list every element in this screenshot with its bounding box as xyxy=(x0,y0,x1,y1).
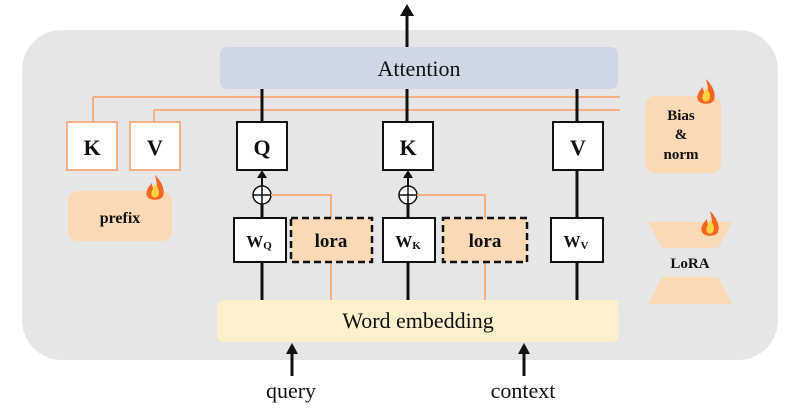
bias-norm-block xyxy=(645,96,721,173)
wv-box xyxy=(550,217,604,263)
k-label: K xyxy=(399,135,416,160)
k-box xyxy=(382,121,434,171)
context-label: context xyxy=(491,378,556,403)
lora-legend-label: LoRA xyxy=(670,256,709,272)
prefix-label: prefix xyxy=(100,210,141,227)
prefix-block xyxy=(68,191,172,241)
prefix-k-label: K xyxy=(83,135,100,160)
norm-label: norm xyxy=(664,147,700,163)
context-arrow xyxy=(518,343,530,376)
query-label: query xyxy=(266,378,316,403)
query-arrow xyxy=(286,343,298,376)
attention-block xyxy=(220,47,618,89)
wq-label: WQ xyxy=(246,232,272,252)
k-up-arrow xyxy=(403,170,413,186)
prefix-v-box xyxy=(129,121,181,171)
lora-q-box xyxy=(289,216,374,264)
lora-k-label: lora xyxy=(469,231,502,252)
wk-box xyxy=(382,217,436,263)
wq-box xyxy=(233,217,287,263)
plus-circle-icon xyxy=(398,185,418,205)
attention-label: Attention xyxy=(377,56,460,81)
lora-q-label: lora xyxy=(315,231,348,252)
prefix-v-label: V xyxy=(147,135,163,160)
prefix-k-box xyxy=(66,121,118,171)
word-embedding-block xyxy=(217,300,619,342)
prefix-connectors xyxy=(92,96,620,122)
word-embedding-label: Word embedding xyxy=(342,308,494,333)
v-label: V xyxy=(570,135,586,160)
qkv-connectors xyxy=(260,89,579,122)
lora-k-box xyxy=(441,216,529,264)
lora-legend-bottom xyxy=(648,277,732,304)
bias-label: Bias xyxy=(667,108,695,124)
lora-connectors xyxy=(271,194,486,300)
q-label: Q xyxy=(253,135,270,160)
bias-amp-label: & xyxy=(675,127,688,143)
plus-circle-icon xyxy=(252,185,272,205)
output-arrow xyxy=(400,4,414,50)
q-up-arrow xyxy=(257,170,267,186)
q-box xyxy=(236,121,288,171)
v-box xyxy=(552,121,604,171)
weight-connectors xyxy=(260,170,579,300)
wv-label: WV xyxy=(564,232,589,252)
wk-label: WK xyxy=(395,232,421,252)
lora-legend-top xyxy=(648,222,732,248)
